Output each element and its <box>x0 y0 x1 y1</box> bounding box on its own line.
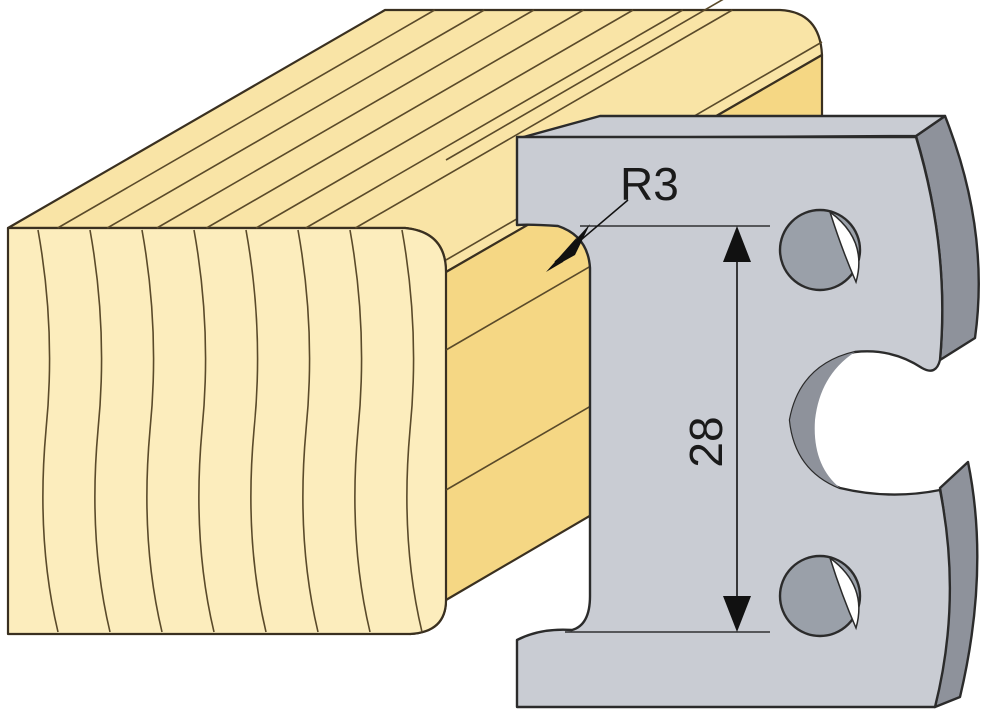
wood-top-grain-lines <box>57 9 733 229</box>
arrowhead-top-icon <box>723 226 751 262</box>
radius-arrowhead-icon <box>546 236 578 272</box>
arrowhead-bottom-icon <box>723 596 751 632</box>
knife-c-notch-shadow <box>790 352 855 488</box>
end-grain-line <box>245 229 267 633</box>
top-grain-line <box>156 9 535 229</box>
side-grain-line <box>445 0 724 161</box>
knife-top-bevel <box>518 114 947 140</box>
top-grain-line <box>106 9 485 229</box>
end-grain-line <box>89 229 111 633</box>
end-grain-line <box>141 229 163 633</box>
radius-label: R3 <box>620 158 679 210</box>
end-grain-line <box>297 229 319 633</box>
top-grain-line <box>206 9 584 229</box>
end-grain-line <box>37 229 59 633</box>
dimension-28: 28 <box>565 225 770 633</box>
knife-upper-hole <box>778 208 862 292</box>
end-grain-line <box>349 229 371 633</box>
end-grain-line <box>193 229 215 633</box>
top-grain-line <box>57 9 436 229</box>
height-dimension-label: 28 <box>680 416 732 467</box>
wood-end-grain-lines <box>37 229 423 633</box>
top-grain-line <box>305 9 684 229</box>
wood-end-face <box>6 226 448 636</box>
dimension-r3: R3 <box>546 158 679 272</box>
end-grain-line <box>401 229 423 633</box>
top-grain-line <box>255 9 634 229</box>
top-grain-line <box>354 9 733 229</box>
knife-lower-hole <box>778 554 862 638</box>
